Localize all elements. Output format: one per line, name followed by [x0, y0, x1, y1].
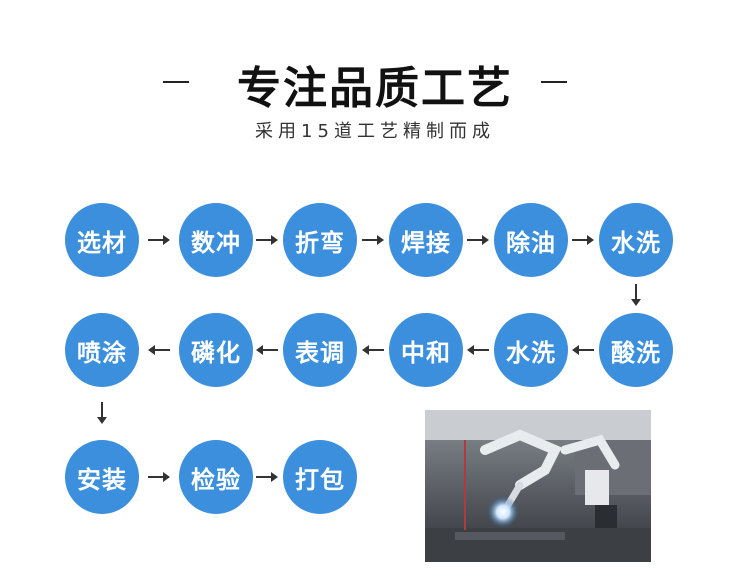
step-10: 表调 [283, 313, 357, 387]
arrow-down-icon [631, 284, 641, 306]
arrow-left-icon [572, 345, 594, 355]
header: 专注品质工艺 采用15道工艺精制而成 [0, 0, 750, 150]
step-15: 打包 [283, 440, 357, 514]
page-title: 专注品质工艺 [0, 52, 750, 116]
step-9: 中和 [389, 313, 463, 387]
arrow-right-icon [572, 235, 594, 245]
step-8: 水洗 [494, 313, 568, 387]
step-1: 选材 [65, 203, 139, 277]
step-12: 喷涂 [65, 313, 139, 387]
arrow-right-icon [467, 235, 489, 245]
arrow-left-icon [256, 345, 278, 355]
arrow-right-icon [362, 235, 384, 245]
arrow-right-icon [148, 235, 170, 245]
arrow-down-icon [97, 402, 107, 424]
arrow-right-icon [256, 472, 278, 482]
step-7: 酸洗 [599, 313, 673, 387]
step-13: 安装 [65, 440, 139, 514]
step-5: 除油 [494, 203, 568, 277]
step-2: 数冲 [179, 203, 253, 277]
factory-photo [425, 410, 651, 562]
title-dash-right [541, 81, 567, 83]
step-11: 磷化 [179, 313, 253, 387]
arrow-right-icon [256, 235, 278, 245]
arrow-left-icon [148, 345, 170, 355]
welding-robot-image [425, 410, 651, 562]
arrow-right-icon [148, 472, 170, 482]
step-14: 检验 [179, 440, 253, 514]
step-3: 折弯 [283, 203, 357, 277]
page-subtitle: 采用15道工艺精制而成 [0, 117, 750, 143]
step-6: 水洗 [599, 203, 673, 277]
arrow-left-icon [467, 345, 489, 355]
arrow-left-icon [362, 345, 384, 355]
step-4: 焊接 [389, 203, 463, 277]
